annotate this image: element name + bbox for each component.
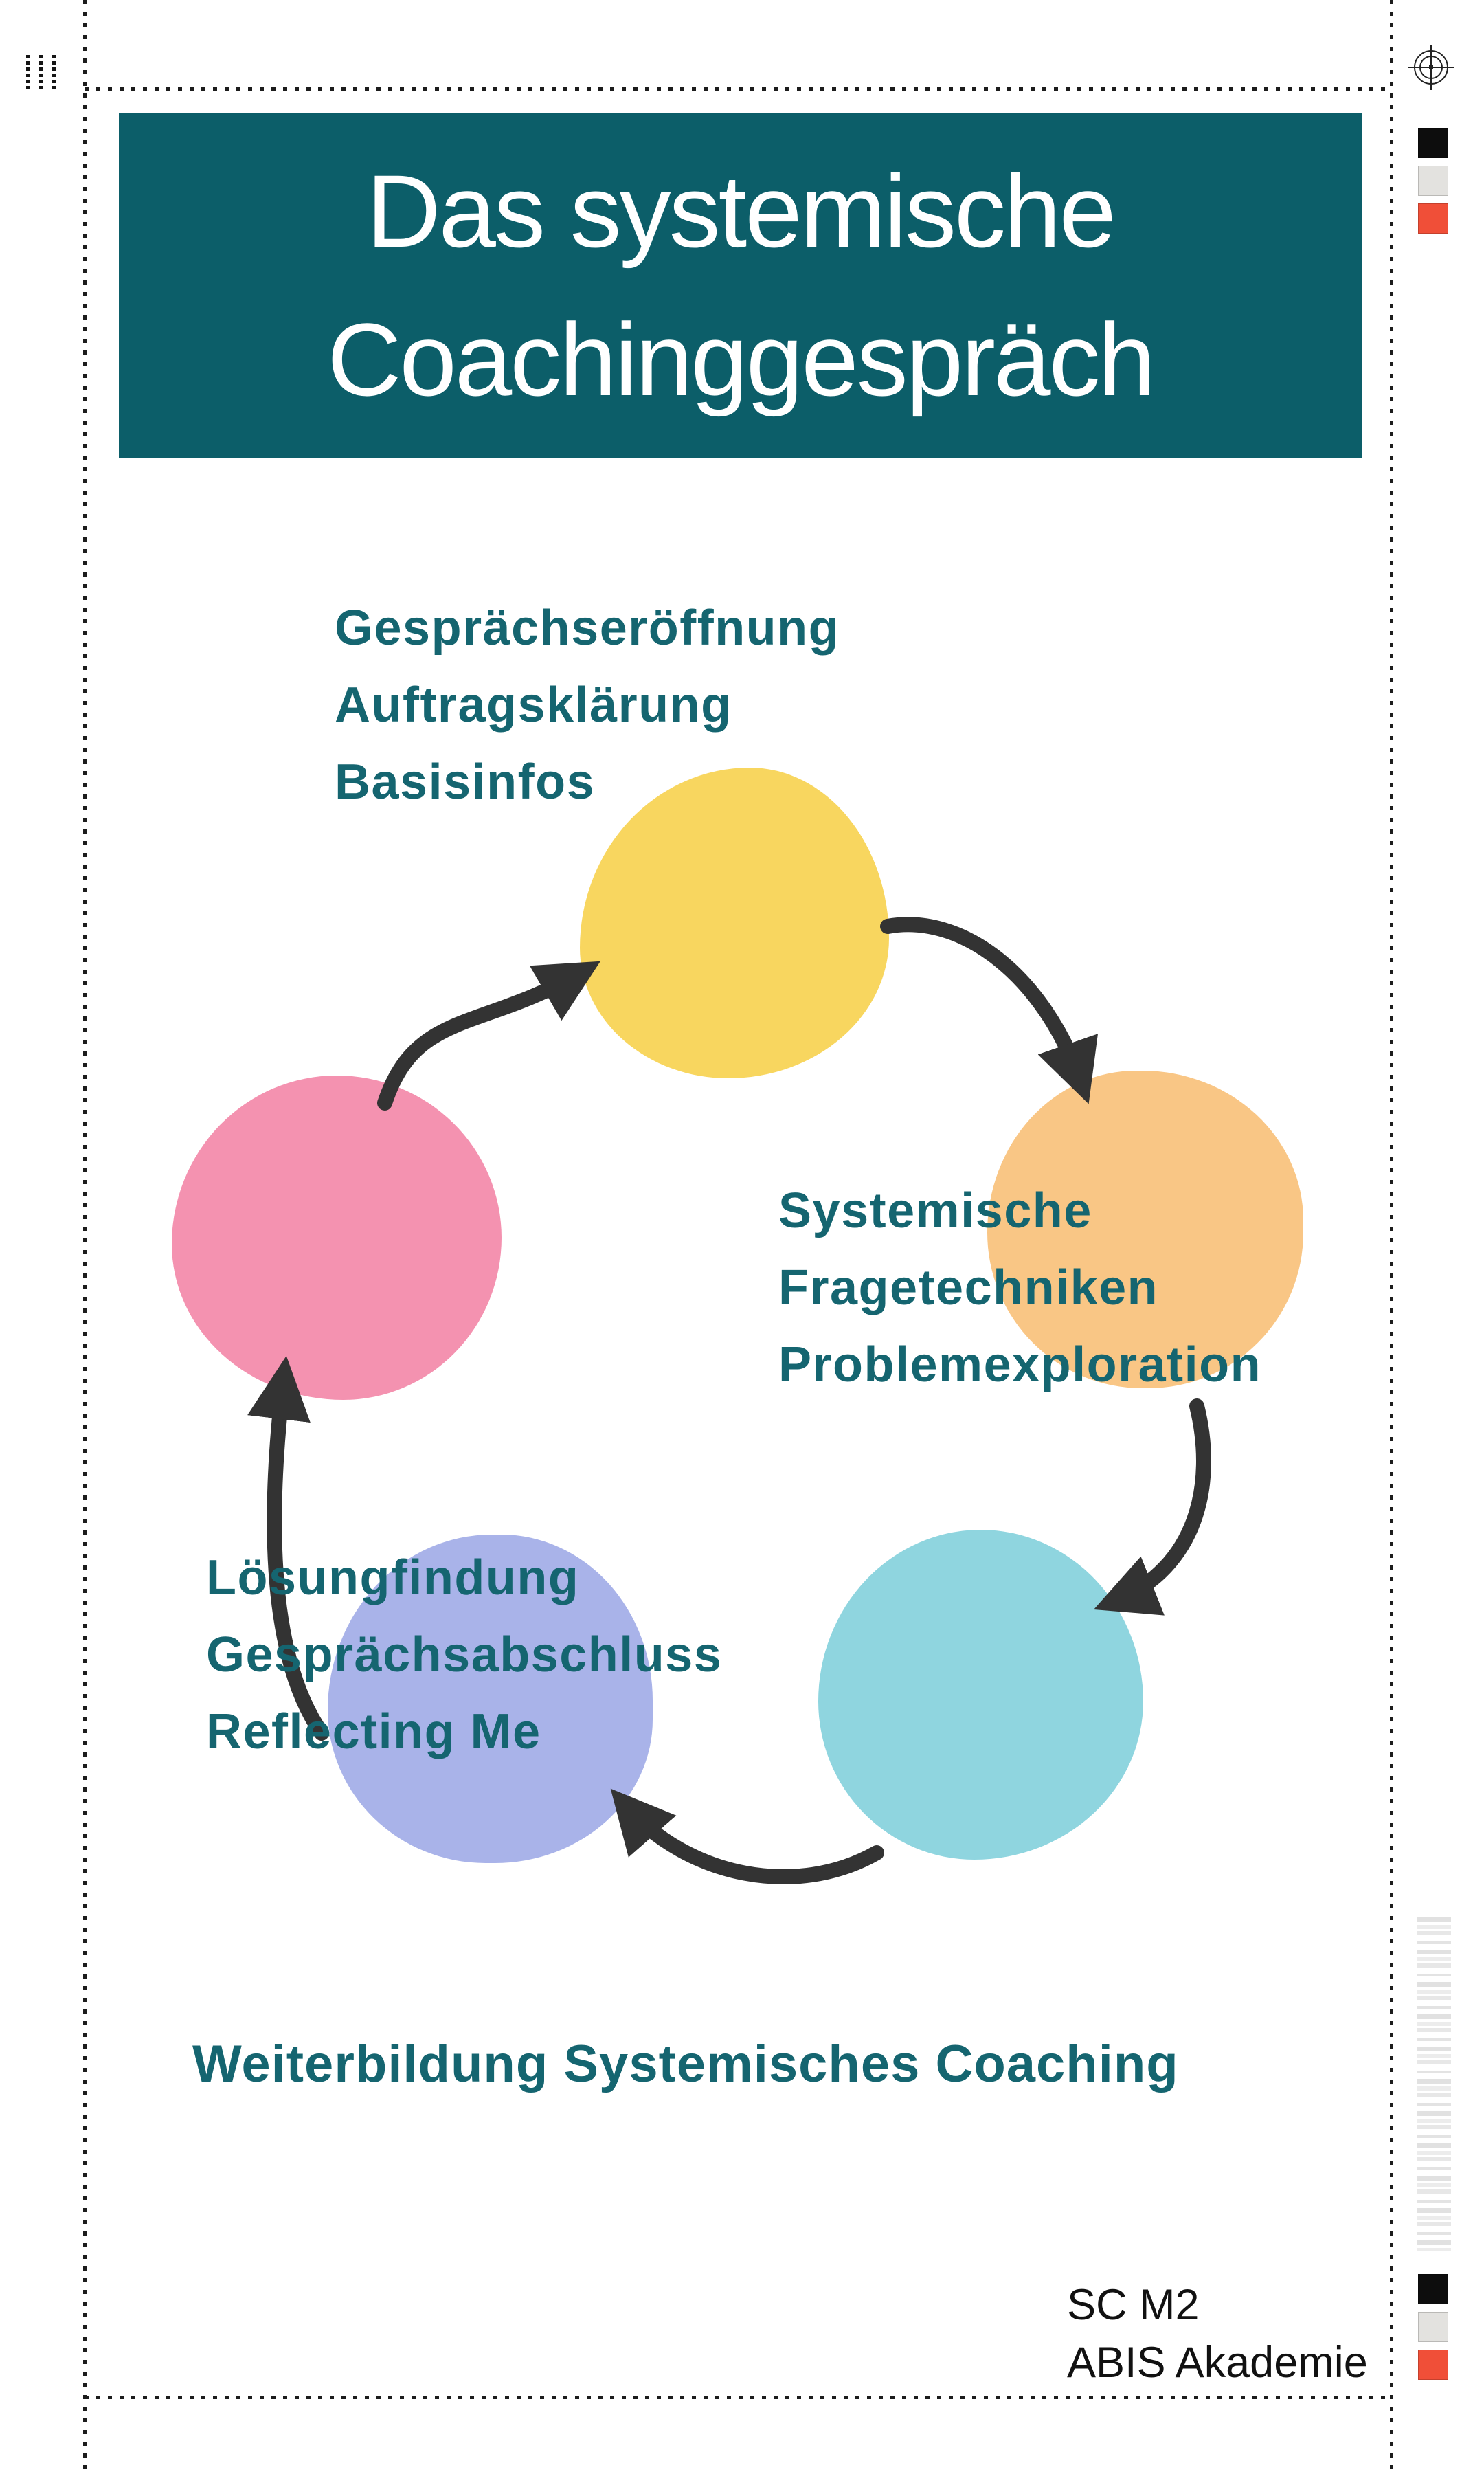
dot-grid-icon xyxy=(26,55,56,89)
swatch-black xyxy=(1418,2274,1448,2304)
course-heading: Weiterbildung Systemisches Coaching xyxy=(192,2035,1179,2093)
credit-module: SC M2 xyxy=(1067,2281,1200,2329)
phase-label-solution: Lösungfindung Gesprächsabschluss Reflect… xyxy=(206,1539,722,1770)
swatch-gray xyxy=(1418,166,1448,196)
dotted-border-top xyxy=(85,87,1391,91)
vertical-barcode xyxy=(1417,1917,1451,2251)
circle-blue-bottom-left xyxy=(328,1535,653,1863)
phase1-line2: Auftragsklärung xyxy=(335,678,732,733)
dotted-border-left xyxy=(83,0,87,2474)
circle-pink-left xyxy=(172,1076,502,1400)
swatch-red xyxy=(1418,203,1448,234)
swatch-red xyxy=(1418,2350,1448,2380)
page-title-line2: Coachinggespräch xyxy=(327,302,1156,417)
swatch-gray xyxy=(1418,2312,1448,2342)
page-title-line1: Das systemische xyxy=(366,153,1116,269)
credit-academy: ABIS Akademie xyxy=(1067,2339,1368,2387)
phase3-line3: Reflecting Me xyxy=(206,1704,541,1759)
arrow-cyan-to-blue xyxy=(610,1788,884,1884)
phase2-line3: Problemexploration xyxy=(778,1337,1262,1392)
phase-label-questions: Systemische Fragetechniken Problemexplor… xyxy=(778,1172,1261,1403)
circle-orange-right xyxy=(987,1071,1303,1388)
phase1-line3: Basisinfos xyxy=(335,755,596,810)
arrow-pink-to-yellow xyxy=(377,961,600,1111)
phase-label-opening: Gesprächseröffnung Auftragsklärung Basis… xyxy=(335,590,840,821)
color-bars-top xyxy=(1418,128,1448,241)
credit-block: SC M2 ABIS Akademie xyxy=(1067,2276,1368,2392)
dotted-border-right xyxy=(1390,0,1393,2474)
circle-yellow-top xyxy=(580,768,889,1078)
swatch-black xyxy=(1418,128,1448,158)
phase3-line1: Lösungfindung xyxy=(206,1550,580,1605)
circle-cyan-bottom-right xyxy=(818,1530,1143,1860)
arrow-orange-to-cyan xyxy=(1093,1398,1211,1616)
phase2-line2: Fragetechniken xyxy=(778,1260,1159,1315)
registration-crosshair-icon xyxy=(1406,42,1457,93)
phase2-line1: Systemische xyxy=(778,1183,1092,1238)
arrow-yellow-to-orange xyxy=(880,917,1098,1104)
dotted-border-bottom xyxy=(85,2396,1391,2399)
title-banner: Das systemische Coachinggespräch xyxy=(119,113,1362,458)
phase1-line1: Gesprächseröffnung xyxy=(335,601,840,656)
color-bars-bottom xyxy=(1418,2274,1448,2387)
phase3-line2: Gesprächsabschluss xyxy=(206,1627,723,1682)
